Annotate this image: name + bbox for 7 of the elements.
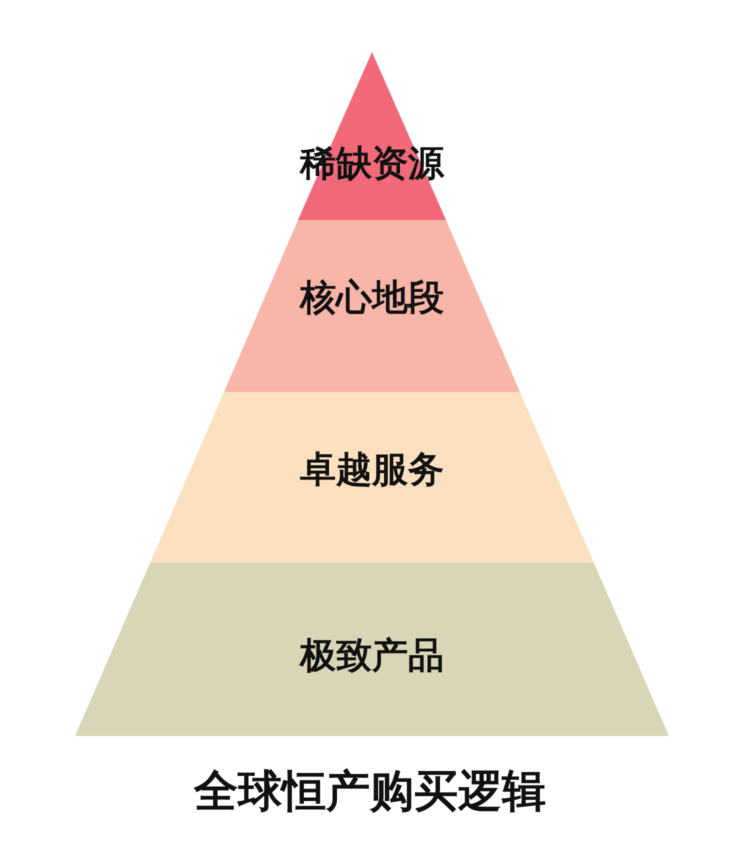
level-label: 核心地段 bbox=[300, 276, 444, 320]
pyramid-level bbox=[224, 220, 520, 392]
pyramid-level bbox=[75, 563, 669, 736]
level-label: 极致产品 bbox=[300, 634, 444, 678]
level-label: 卓越服务 bbox=[300, 448, 444, 492]
title: 全球恒产购买逻辑 bbox=[194, 765, 546, 819]
pyramid-level bbox=[150, 392, 594, 563]
